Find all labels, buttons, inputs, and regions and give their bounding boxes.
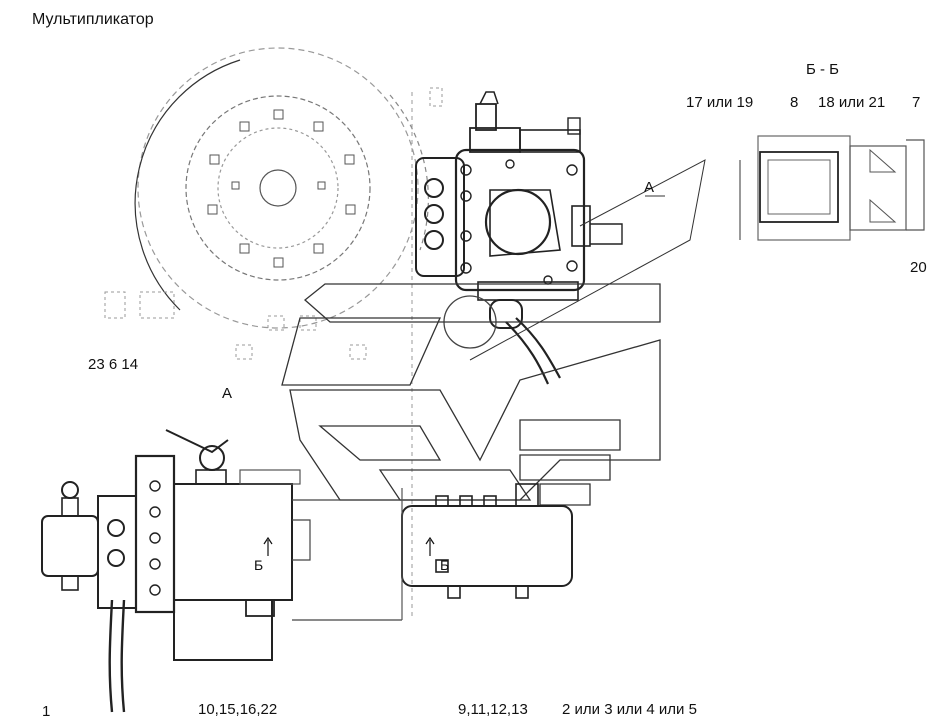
pump-view-top [415,91,623,385]
chevron-guard [281,283,661,506]
section-b-right: Б [440,557,450,573]
section-marks [263,536,435,556]
callout-2-3-4-5: 2 или 3 или 4 или 5 [562,701,697,718]
callout-23-6-14: 23 6 14 [88,356,139,373]
callout-10-15-16-22: 10,15,16,22 [198,701,278,718]
callout-8: 8 [790,94,799,111]
section-detail [739,135,925,241]
callout-20: 20 [910,259,927,276]
callout-7: 7 [912,94,921,111]
section-b-left: Б [254,557,264,573]
callout-17-19: 17 или 19 [686,94,754,111]
callout-1: 1 [42,703,51,720]
callout-9-11-12-13: 9,11,12,13 [458,701,528,718]
multiplier-housing [292,483,573,621]
flywheel-view [104,47,443,360]
arrow-a-label: А [644,179,655,196]
leader-lines [411,92,706,620]
section-label: Б - Б [806,61,840,78]
drawing-title: Мультипликатор [32,11,154,28]
pump-view-bottom [41,429,311,713]
view-a-label: А [222,385,233,402]
callout-18-21: 18 или 21 [818,94,886,111]
